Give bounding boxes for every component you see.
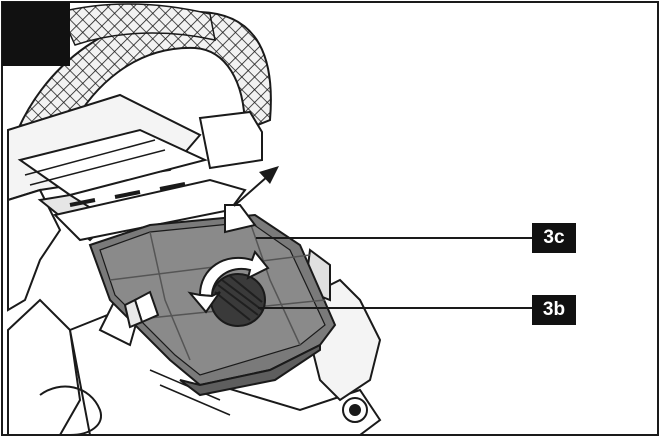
callout-3c: 3c <box>532 223 576 253</box>
latch <box>123 290 160 329</box>
device-housing <box>7 93 247 436</box>
knob <box>210 273 266 327</box>
corner-block <box>2 2 70 66</box>
callout-3b: 3b <box>532 295 576 325</box>
rotation-arrow-icon <box>187 250 270 314</box>
removal-arrow-icon <box>233 166 279 207</box>
